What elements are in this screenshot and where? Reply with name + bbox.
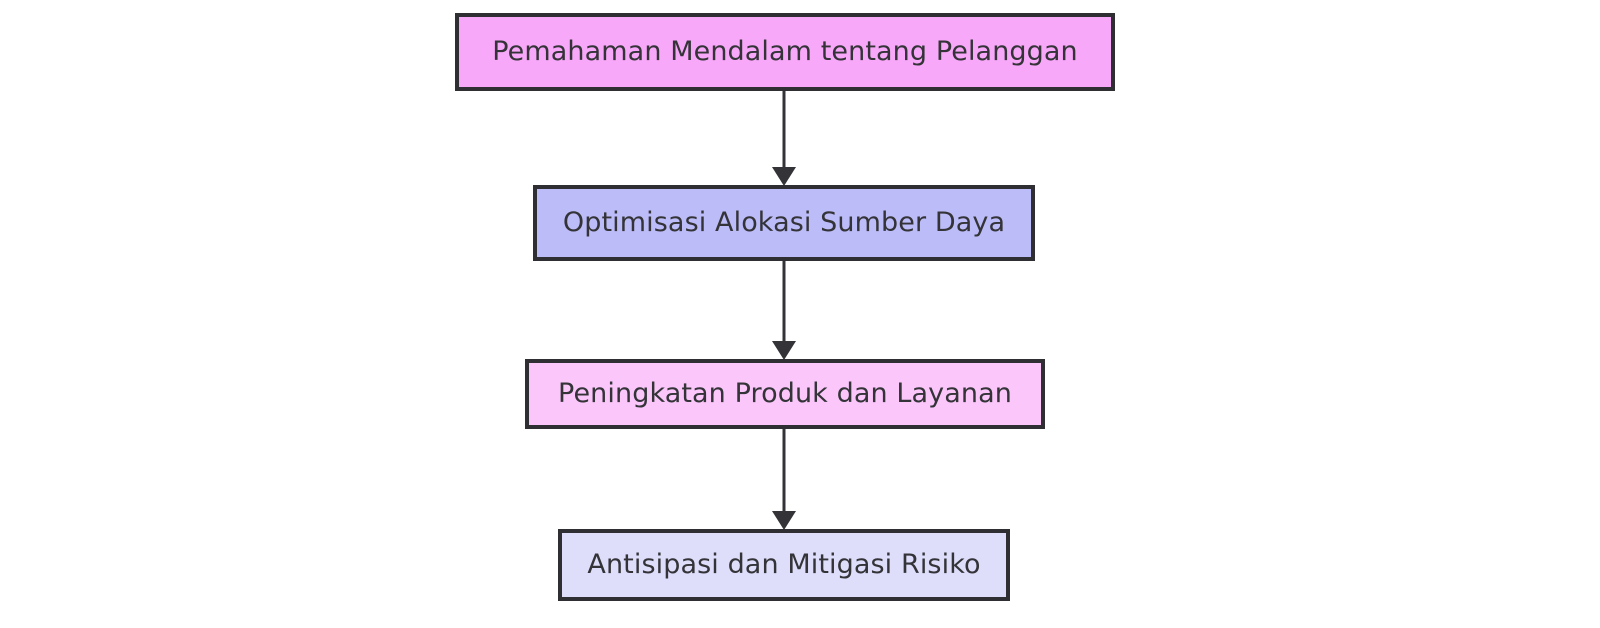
- connector-line: [782, 429, 786, 511]
- down-arrow-icon: [772, 167, 796, 186]
- flow-node-label: Pemahaman Mendalam tentang Pelanggan: [492, 36, 1078, 68]
- connector-line: [782, 91, 786, 167]
- flow-node-optimisasi-sumber-daya[interactable]: Optimisasi Alokasi Sumber Daya: [533, 185, 1035, 261]
- flow-node-label: Peningkatan Produk dan Layanan: [558, 378, 1012, 410]
- flow-connector-1: [764, 91, 804, 186]
- down-arrow-icon: [772, 341, 796, 360]
- down-arrow-icon: [772, 511, 796, 530]
- flow-connector-3: [764, 429, 804, 530]
- flow-node-label: Optimisasi Alokasi Sumber Daya: [562, 207, 1006, 239]
- flow-node-pemahaman-pelanggan[interactable]: Pemahaman Mendalam tentang Pelanggan: [455, 13, 1115, 91]
- flow-node-peningkatan-produk-layanan[interactable]: Peningkatan Produk dan Layanan: [525, 359, 1045, 429]
- connector-line: [782, 261, 786, 341]
- flow-node-label: Antisipasi dan Mitigasi Risiko: [587, 549, 981, 581]
- flow-connector-2: [764, 261, 804, 360]
- flow-node-antisipasi-mitigasi-risiko[interactable]: Antisipasi dan Mitigasi Risiko: [558, 529, 1010, 601]
